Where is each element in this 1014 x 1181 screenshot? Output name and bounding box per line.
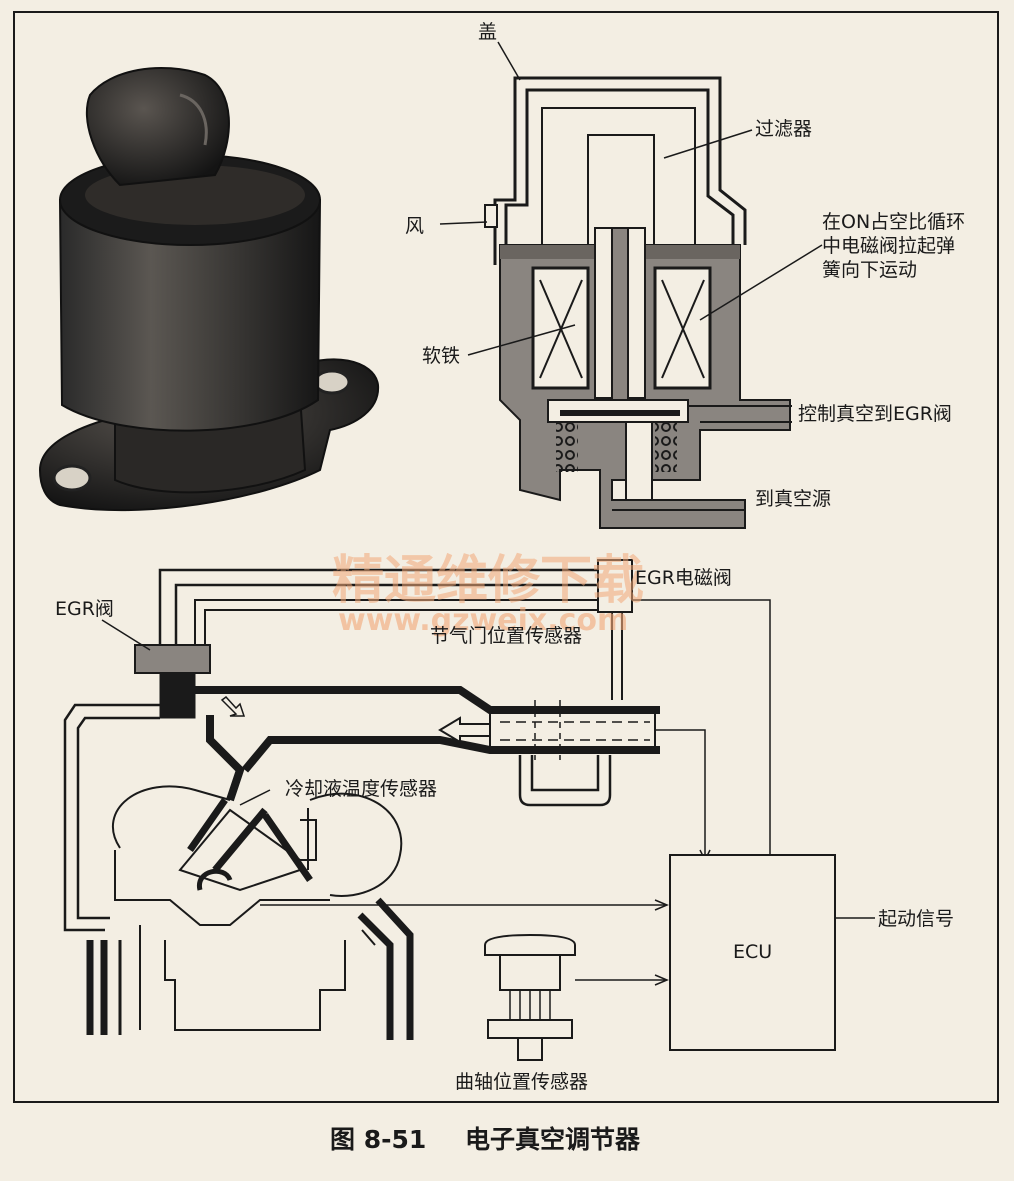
label-ecu: ECU <box>733 941 772 963</box>
solenoid-cutaway <box>484 76 792 529</box>
figure-frame <box>13 11 999 1103</box>
label-crank-sensor: 曲轴位置传感器 <box>455 1071 588 1093</box>
label-solenoid-note-3: 簧向下运动 <box>822 259 917 281</box>
watermark-url: www.gzweix.com <box>338 603 628 638</box>
label-egr-solenoid: EGR电磁阀 <box>635 567 732 589</box>
label-coolant-sensor: 冷却液温度传感器 <box>285 778 437 800</box>
label-vent: 风 <box>405 215 424 237</box>
label-cover: 盖 <box>478 21 497 43</box>
label-solenoid-note-1: 在ON占空比循环 <box>822 211 965 233</box>
ecu-box <box>669 854 836 1051</box>
label-to-vacuum-source: 到真空源 <box>755 488 831 510</box>
label-throttle-sensor: 节气门位置传感器 <box>430 625 582 647</box>
label-control-vacuum: 控制真空到EGR阀 <box>798 403 952 425</box>
label-armature: 软铁 <box>422 345 460 367</box>
watermark-title: 精通维修下载 <box>332 551 644 611</box>
label-filter: 过滤器 <box>755 118 812 140</box>
engine-system <box>63 559 875 1061</box>
label-egr-valve: EGR阀 <box>55 598 114 620</box>
caption-number: 图 8-51 <box>330 1125 426 1154</box>
system-leaders <box>101 619 271 806</box>
label-start-signal: 起动信号 <box>878 908 954 930</box>
valve-photo <box>38 66 380 512</box>
caption-title: 电子真空调节器 <box>465 1125 641 1154</box>
label-solenoid-note-2: 中电磁阀拉起弹 <box>822 235 955 257</box>
solenoid-leaders <box>439 41 823 356</box>
